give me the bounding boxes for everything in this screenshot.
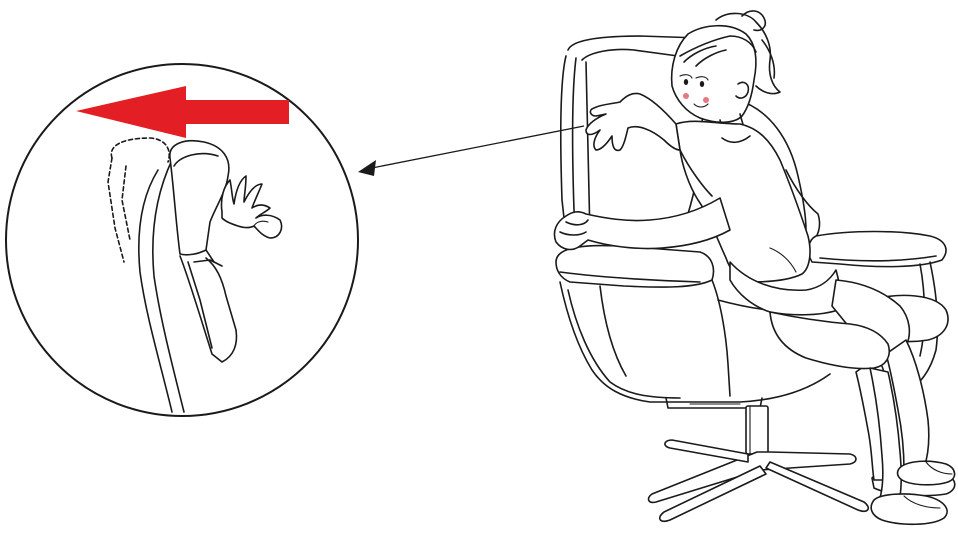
star-base (649, 440, 869, 521)
leader-arrow (358, 126, 584, 176)
leader-arrow-icon (358, 160, 376, 176)
detail-magnifier (6, 64, 358, 416)
